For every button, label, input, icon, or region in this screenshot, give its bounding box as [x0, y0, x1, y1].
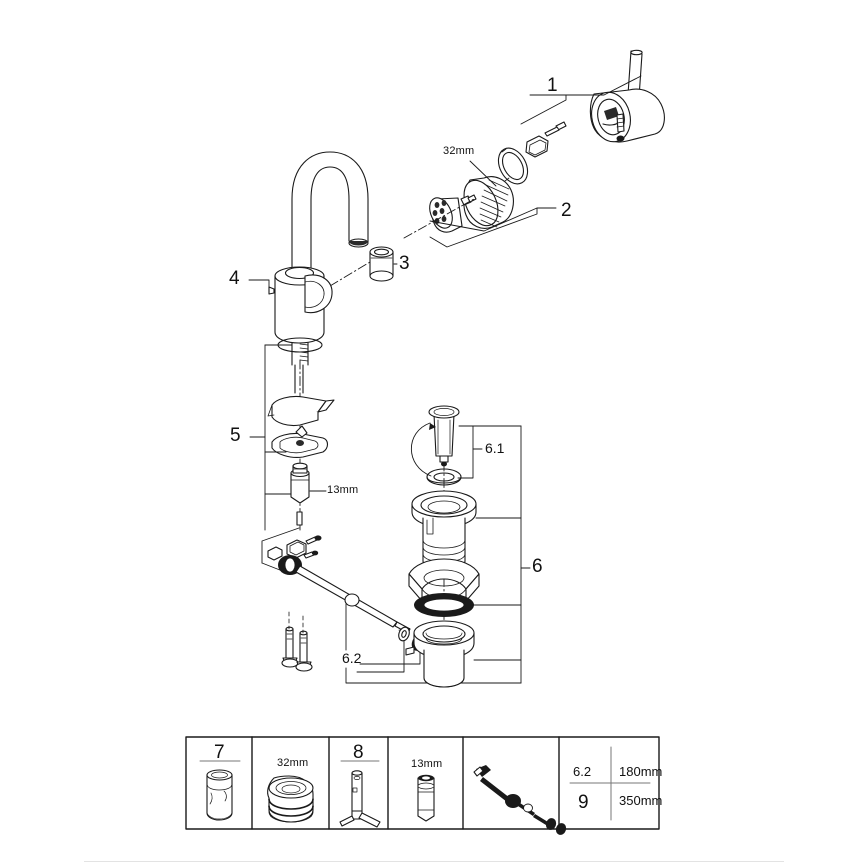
table-caption-13mm: 13mm — [411, 758, 443, 770]
part-cartridge-screw — [544, 121, 567, 137]
callout-5: 5 — [230, 425, 241, 446]
leader-arrow-stopper — [410, 422, 436, 477]
table-part-number-7: 7 — [214, 742, 225, 763]
leader-callout-4 — [248, 279, 270, 289]
table-caption-32mm: 32mm — [277, 757, 309, 769]
callout-1: 1 — [547, 75, 558, 96]
table-part-number-8: 8 — [353, 742, 364, 763]
dimension-13mm: 13mm — [327, 484, 359, 496]
part-lift-rod — [295, 565, 411, 634]
table-length-number-9: 9 — [578, 792, 589, 813]
leader-callout-2 — [429, 207, 557, 248]
part-fixing-nut-13mm — [290, 462, 310, 504]
leader-32mm — [469, 160, 497, 187]
part-popup-stopper — [428, 405, 460, 467]
part-waste-body-lower — [405, 620, 475, 688]
part-upper-washer — [267, 395, 335, 427]
table-length-value-180mm: 180mm — [619, 764, 663, 779]
part-grub-screw — [616, 113, 625, 142]
table-length-number-6-2: 6.2 — [573, 764, 592, 779]
dimension-32mm: 32mm — [443, 145, 475, 157]
leader-callout-5 — [249, 344, 293, 531]
callout-4: 4 — [229, 268, 240, 289]
callout-3: 3 — [399, 253, 410, 274]
part-aerator — [369, 246, 394, 282]
callout-2: 2 — [561, 200, 572, 221]
callout-6-2: 6.2 — [342, 650, 362, 666]
icon-allen-key — [339, 770, 381, 828]
part-pivot-ball — [278, 555, 302, 575]
leader-callout-1 — [520, 75, 642, 125]
leader-callout-6-1 — [457, 425, 483, 479]
part-small-pin — [296, 511, 303, 526]
footer-divider — [84, 861, 784, 862]
icon-sleeve-insert — [206, 769, 233, 821]
part-cartridge-nut-32mm — [463, 176, 514, 229]
icon-socket-nut — [417, 774, 435, 822]
part-lever-handle — [589, 49, 665, 143]
part-linkage-bracket — [267, 535, 322, 561]
part-retaining-ring — [497, 147, 529, 185]
part-lower-washer — [271, 425, 329, 458]
callout-6: 6 — [532, 556, 543, 577]
icon-cartridge-socket — [267, 775, 314, 823]
part-mixer-body — [268, 151, 369, 394]
table-length-value-350mm: 350mm — [619, 793, 663, 808]
callout-6-1: 6.1 — [485, 440, 505, 456]
parts-table-inner-rules — [199, 746, 651, 821]
axis-aerator — [329, 261, 371, 287]
axis-cartridge — [403, 198, 475, 239]
part-waste-o-ring — [414, 593, 474, 617]
leader-callout-6 — [469, 425, 531, 684]
part-fixing-screws — [281, 611, 313, 672]
icon-pull-rod-linkage — [473, 765, 567, 835]
part-cap-nut — [525, 135, 549, 158]
